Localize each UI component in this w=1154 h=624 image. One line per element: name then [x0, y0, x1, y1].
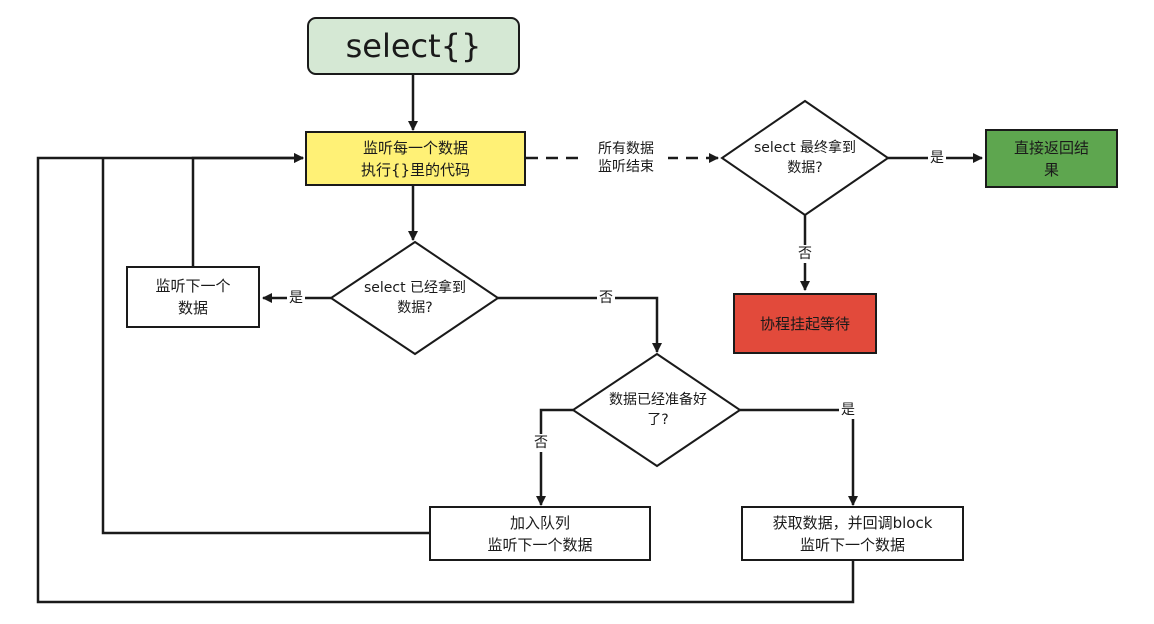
edge-data-ready-yes — [740, 408, 858, 506]
suspend-node: 协程挂起等待 — [733, 293, 877, 354]
edge-data-ready-no — [536, 408, 573, 506]
return-result-label: 直接返回结 果 — [1013, 138, 1089, 179]
decision-data-ready: 数据已经准备好 了? — [581, 387, 735, 433]
start-node-label: select{} — [345, 27, 482, 65]
edge-label-yes-listen-next: 是 — [287, 289, 305, 307]
decision-data-ready-label: 数据已经准备好 了? — [609, 392, 707, 428]
edge-label-no-data-ready: 否 — [597, 289, 615, 307]
edge-select-has-data-no — [498, 296, 662, 353]
edge-listen-next-loop — [191, 153, 304, 266]
edge-label-no-enqueue: 否 — [532, 434, 550, 452]
decision-select-has-data: select 已经拿到 数据? — [337, 275, 493, 321]
edge-label-no-suspend: 否 — [796, 245, 814, 263]
edge-label-yes-return: 是 — [928, 149, 946, 167]
decision-select-done: select 最终拿到 数据? — [727, 135, 883, 181]
return-result-node: 直接返回结 果 — [985, 129, 1118, 188]
suspend-label: 协程挂起等待 — [759, 314, 850, 333]
enqueue-node: 加入队列 监听下一个数据 — [429, 506, 651, 561]
decision-select-done-shape — [720, 99, 890, 217]
decision-data-ready-shape — [571, 352, 742, 468]
edge-enqueue-loop — [101, 158, 429, 535]
fetch-node: 获取数据，并回调block 监听下一个数据 — [741, 506, 964, 561]
edge-fetch-loop — [36, 153, 855, 604]
fetch-label: 获取数据，并回调block 监听下一个数据 — [772, 513, 933, 554]
listen-node: 监听每一个数据 执行{}里的代码 — [305, 131, 526, 186]
decision-select-has-data-label: select 已经拿到 数据? — [363, 280, 467, 316]
listen-node-label: 监听每一个数据 执行{}里的代码 — [360, 138, 471, 179]
listen-next-label: 监听下一个 数据 — [155, 277, 231, 317]
enqueue-label: 加入队列 监听下一个数据 — [487, 513, 593, 554]
listen-next-node: 监听下一个 数据 — [126, 266, 260, 328]
edge-label-yes-fetch: 是 — [839, 401, 857, 419]
decision-select-done-label: select 最终拿到 数据? — [753, 140, 857, 176]
edge-label-all-done: 所有数据 监听结束 — [584, 140, 668, 176]
start-node: select{} — [307, 17, 520, 75]
decision-select-has-data-shape — [329, 240, 500, 356]
